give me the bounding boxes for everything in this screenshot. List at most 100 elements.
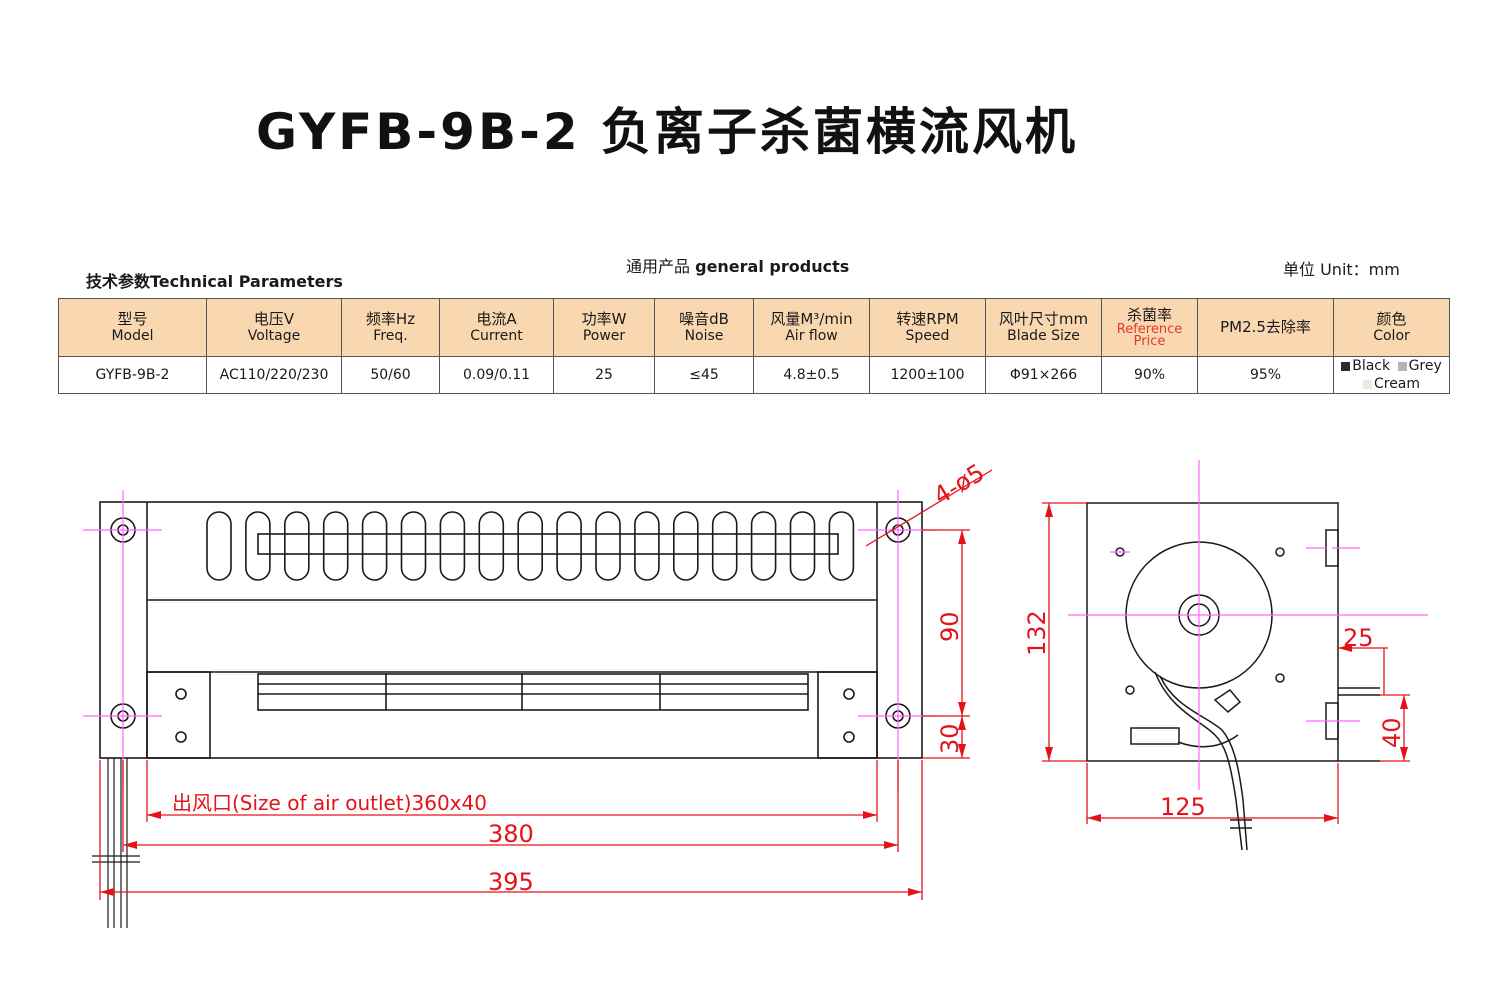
cell-voltage: AC110/220/230 [206,356,342,394]
wire-bundle-1 [1154,671,1243,851]
cell-model: GYFB-9B-2 [58,356,207,394]
inner-blade-outline [257,533,839,555]
front-centerlines [83,490,938,790]
arrow-125-left [1087,814,1101,822]
vent-slot [478,511,505,581]
side-dim-arrows [1045,503,1408,822]
cream-swatch [1362,379,1372,389]
ion-generator [1130,727,1180,745]
vent-slot [828,511,855,581]
general-products-label: 通用产品 general products [626,253,849,277]
vent-slot [361,511,388,581]
cell-pm25: 95% [1197,356,1334,394]
arrow-125-right [1324,814,1338,822]
wire-connector [1213,689,1242,713]
arrow-30-top [958,716,966,730]
color-cream: Cream [1373,376,1421,392]
left-motor-bracket [146,671,211,759]
vent-slot [439,511,466,581]
leader-4-holes [865,469,993,547]
vent-slot [711,511,738,581]
vent-slot [517,511,544,581]
height-30-label: 30 [936,723,964,754]
spec-data-row: GYFB-9B-2 AC110/220/230 50/60 0.09/0.11 … [58,356,1450,394]
width-395-label: 395 [488,868,534,896]
tech-params-label: 技术参数Technical Parameters [86,272,343,291]
arrow-30-bottom [958,744,966,758]
arrow-90-top [958,530,966,544]
width-380-label: 380 [488,820,534,848]
outlet-label: 出风口(Size of air outlet)360x40 [172,791,487,815]
arrow-90-bottom [958,702,966,716]
color-grey: Grey [1408,358,1442,374]
cell-current: 0.09/0.11 [439,356,554,394]
screw-hole-1 [175,688,187,700]
width-125-label: 125 [1160,793,1206,821]
wire-bundle-2 [1159,675,1248,851]
side-dimensions [1042,502,1410,824]
vent-slot [283,511,310,581]
cell-noise: ≤45 [654,356,754,394]
arrow-132-top [1045,503,1053,517]
holes-label: 4-ø5 [929,458,990,510]
cell-freq: 50/60 [341,356,440,394]
vent-slot [789,511,816,581]
screw-hole-4 [843,731,855,743]
header-pm25: PM2.5去除率 [1197,298,1334,357]
dim-25-label: 25 [1343,624,1374,652]
side-hole-4 [1275,673,1285,683]
vent-slot [206,511,232,581]
vent-slot [322,511,349,581]
page-title: GYFB-9B-2 负离子杀菌横流风机 [256,103,1079,161]
impeller-blade [257,673,809,711]
cell-sterilization: 90% [1101,356,1198,394]
arrow-380-right [884,841,898,849]
dim-40-label: 40 [1378,717,1406,748]
arrow-outlet-right [863,811,877,819]
unit-label: 单位 Unit：mm [1283,260,1400,279]
arrow-132-bottom [1045,747,1053,761]
arrow-395-right [908,888,922,896]
right-bracket [817,671,878,759]
vent-slots [206,511,855,581]
general-en: general products [695,257,850,276]
vent-slot [672,511,699,581]
side-hole-3 [1125,685,1135,695]
side-outline [1086,502,1339,762]
arrow-outlet-left [147,811,161,819]
vent-slot [595,511,621,581]
front-view [92,501,923,928]
side-view [1086,502,1380,851]
arrow-40-bottom [1400,747,1408,761]
vent-slot [750,511,777,581]
cell-color: Black Grey Cream [1333,356,1450,394]
black-swatch [1341,361,1351,371]
screw-hole-3 [843,688,855,700]
front-dim-arrows [100,530,966,896]
vent-slot [556,511,582,581]
height-132-label: 132 [1023,610,1051,656]
cell-speed: 1200±100 [869,356,986,394]
vent-slot [245,511,271,581]
vent-slot [400,511,427,581]
side-hole-2 [1275,547,1285,557]
vent-slot [634,511,660,581]
general-cn: 通用产品 [626,257,691,276]
cell-power: 25 [553,356,655,394]
arrow-380-left [123,841,137,849]
color-black: Black [1352,358,1391,374]
screw-hole-2 [175,731,187,743]
